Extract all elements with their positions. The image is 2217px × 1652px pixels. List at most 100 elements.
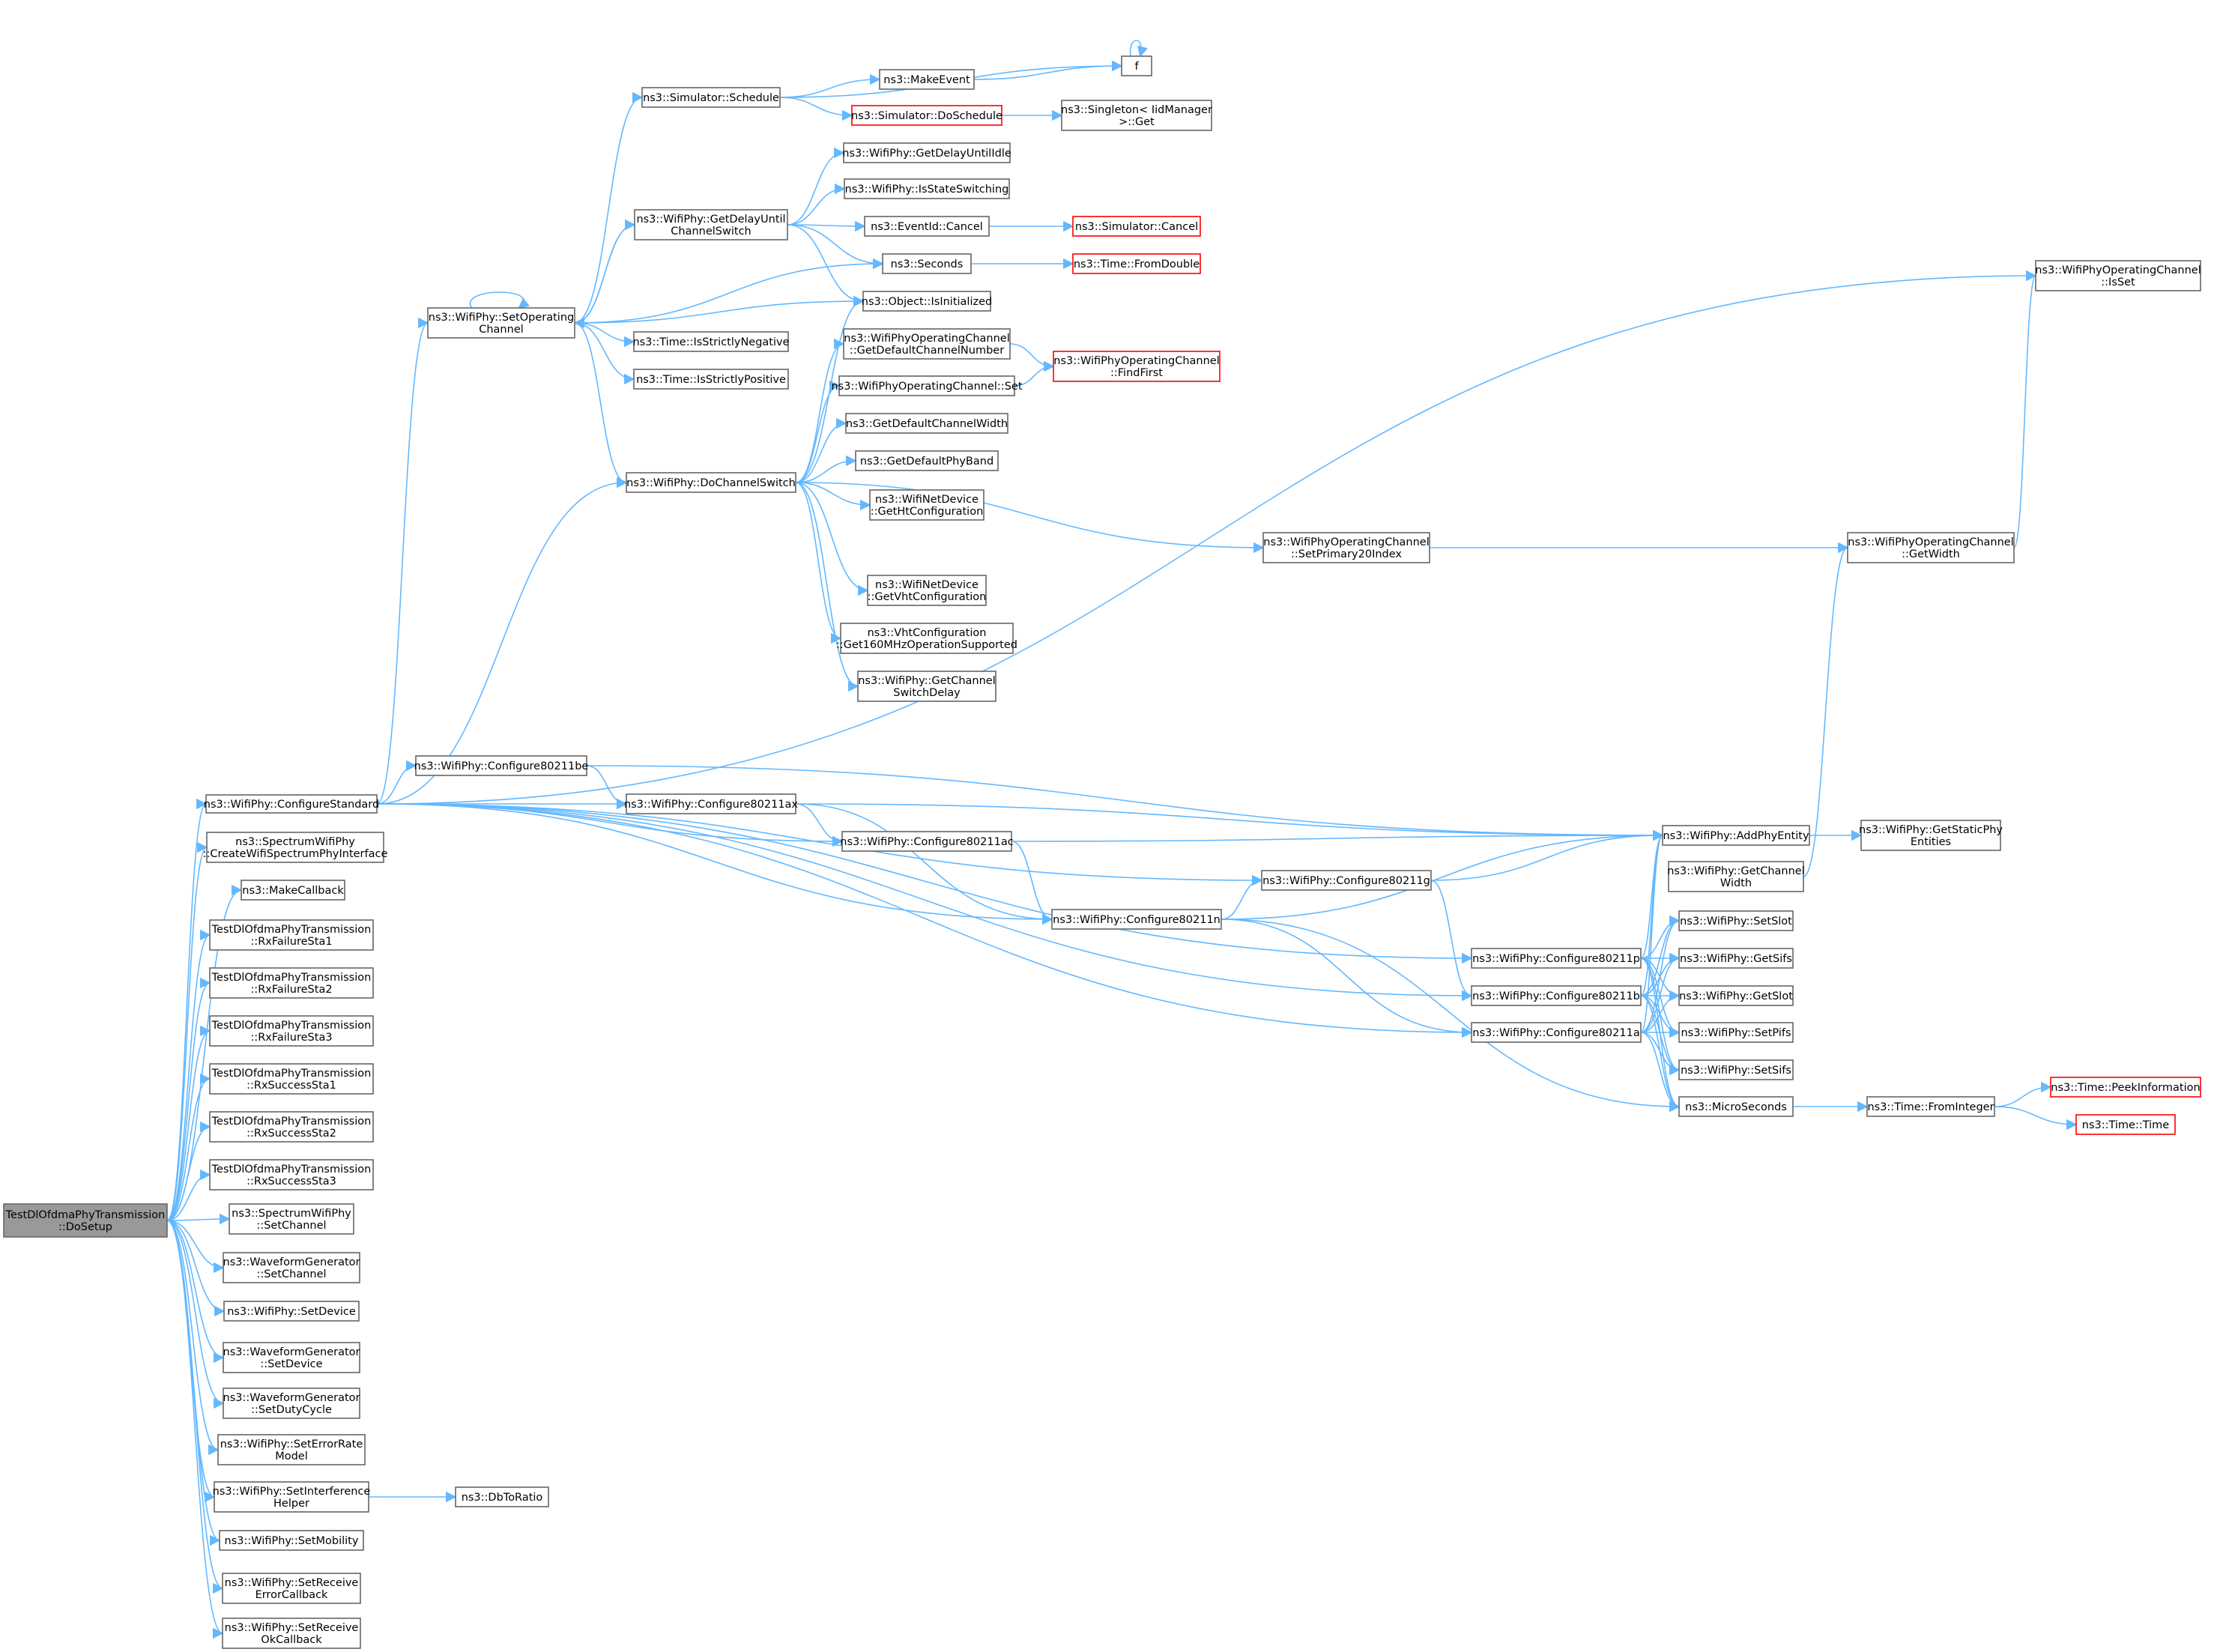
node-setpifs[interactable]: ns3::WifiPhy::SetPifs (1678, 1022, 1794, 1043)
node-mkcb[interactable]: ns3::MakeCallback (241, 880, 345, 901)
node-cfgstd[interactable]: ns3::WifiPhy::ConfigureStandard (204, 794, 379, 814)
node-cfgbe[interactable]: ns3::WifiPhy::Configure80211be (414, 755, 589, 776)
edge-getdelaych-to-isinit (787, 224, 865, 307)
edge-dochsw-to-getdefchw (795, 417, 847, 483)
node-getdefchnum[interactable]: ns3::WifiPhyOperatingChannel::GetDefault… (843, 328, 1011, 360)
node-schedule[interactable]: ns3::Simulator::Schedule (641, 87, 781, 108)
node-findfirst[interactable]: ns3::WifiPhyOperatingChannel::FindFirst (1053, 351, 1221, 382)
node-micro[interactable]: ns3::MicroSeconds (1678, 1096, 1794, 1117)
node-fromdouble[interactable]: ns3::Time::FromDouble (1072, 253, 1201, 274)
edge-dochsw-to-getht (795, 482, 871, 511)
node-cfgp[interactable]: ns3::WifiPhy::Configure80211p (1471, 948, 1642, 969)
node-getdefchnum-label-1: ::GetDefaultChannelNumber (850, 345, 1004, 357)
node-wgsetdev[interactable]: ns3::WaveformGenerator::SetDevice (223, 1342, 360, 1373)
node-createspec-box (206, 832, 384, 863)
nodes-layer: TestDlOfdmaPhyTransmission::DoSetupns3::… (3, 55, 2201, 1649)
node-cfga[interactable]: ns3::WifiPhy::Configure80211a (1471, 1022, 1642, 1043)
edge-dochsw-to-getchswdelay (795, 482, 859, 692)
node-isset[interactable]: ns3::WifiPhyOperatingChannel::IsSet (2035, 260, 2201, 291)
node-cfgax-label-0: ns3::WifiPhy::Configure80211ax (624, 799, 798, 811)
node-cfgn[interactable]: ns3::WifiPhy::Configure80211n (1051, 909, 1222, 930)
node-cfgb[interactable]: ns3::WifiPhy::Configure80211b (1471, 985, 1642, 1006)
node-rxs1[interactable]: TestDlOfdmaPhyTransmission::RxSuccessSta… (209, 1063, 374, 1095)
node-cfgac[interactable]: ns3::WifiPhy::Configure80211ac (840, 831, 1014, 852)
edge-getwidth-to-isset (2013, 270, 2037, 548)
node-wgsetch[interactable]: ns3::WaveformGenerator::SetChannel (223, 1252, 360, 1283)
node-dochsw[interactable]: ns3::WifiPhy::DoChannelSwitch (626, 472, 796, 493)
node-dosched[interactable]: ns3::Simulator::DoSchedule (851, 105, 1002, 126)
edge-getdelaych-to-isstatesw (787, 183, 846, 226)
node-setprim20[interactable]: ns3::WifiPhyOperatingChannel::SetPrimary… (1262, 532, 1430, 563)
node-setslot[interactable]: ns3::WifiPhy::SetSlot (1678, 910, 1794, 931)
edge-cfgax-to-cfgac (795, 803, 844, 847)
edge-cfgac-to-cfgn (1011, 841, 1053, 925)
node-setmob-label-0: ns3::WifiPhy::SetMobility (225, 1535, 359, 1547)
node-cfgax[interactable]: ns3::WifiPhy::Configure80211ax (624, 793, 798, 814)
node-rxs2-label-0: TestDlOfdmaPhyTransmission (211, 1116, 372, 1128)
node-simcancel[interactable]: ns3::Simulator::Cancel (1072, 216, 1201, 237)
node-mkevent-box (879, 69, 975, 90)
node-getvht[interactable]: ns3::WifiNetDevice::GetVhtConfiguration (867, 575, 987, 606)
edge-cfgstd-to-dochsw (376, 476, 628, 805)
node-f-box (1121, 55, 1152, 76)
node-getchswdelay-label-0: ns3::WifiPhy::GetChannel (858, 675, 996, 687)
node-setdev[interactable]: ns3::WifiPhy::SetDevice (223, 1301, 360, 1322)
edge-getdelaych-to-getdelayidle (787, 147, 845, 226)
node-wgsetduty[interactable]: ns3::WaveformGenerator::SetDutyCycle (223, 1388, 360, 1419)
node-mkevent[interactable]: ns3::MakeEvent (879, 69, 975, 90)
node-micro-box (1678, 1096, 1794, 1117)
node-opchset[interactable]: ns3::WifiPhyOperatingChannel::Set (831, 375, 1023, 396)
node-rxs2-box (209, 1111, 374, 1143)
node-isstatesw[interactable]: ns3::WifiPhy::IsStateSwitching (844, 178, 1010, 199)
node-isneg[interactable]: ns3::Time::IsStrictlyNegative (632, 331, 790, 352)
edge-dochsw-to-setprim20 (795, 482, 1265, 554)
node-wgsetch-label-0: ns3::WaveformGenerator (223, 1256, 360, 1268)
node-get160[interactable]: ns3::VhtConfiguration::Get160MHzOperatio… (836, 623, 1017, 654)
node-rxs2[interactable]: TestDlOfdmaPhyTransmission::RxSuccessSta… (209, 1111, 374, 1143)
node-seconds[interactable]: ns3::Seconds (882, 253, 972, 274)
node-ispos[interactable]: ns3::Time::IsStrictlyPositive (633, 369, 789, 390)
node-rxf3-box (209, 1015, 374, 1047)
node-setsifs[interactable]: ns3::WifiPhy::SetSifs (1678, 1059, 1794, 1080)
edge-fromint-to-timetime (1994, 1106, 2078, 1131)
node-root[interactable]: TestDlOfdmaPhyTransmission::DoSetup (3, 1203, 168, 1238)
node-rxs3[interactable]: TestDlOfdmaPhyTransmission::RxSuccessSta… (209, 1159, 374, 1190)
node-getwidth[interactable]: ns3::WifiPhyOperatingChannel::GetWidth (1847, 532, 2015, 563)
node-dbratio[interactable]: ns3::DbToRatio (455, 1486, 549, 1507)
node-f[interactable]: f (1121, 55, 1152, 76)
node-specsetch[interactable]: ns3::SpectrumWifiPhy::SetChannel (229, 1203, 354, 1235)
node-getdelayidle[interactable]: ns3::WifiPhy::GetDelayUntilIdle (842, 142, 1011, 163)
node-getsifs[interactable]: ns3::WifiPhy::GetSifs (1678, 948, 1794, 969)
node-evcancel[interactable]: ns3::EventId::Cancel (864, 216, 990, 237)
node-getht[interactable]: ns3::WifiNetDevice::GetHtConfiguration (869, 489, 985, 521)
edge-cfgac-to-addphy (1011, 829, 1664, 842)
node-rxf2[interactable]: TestDlOfdmaPhyTransmission::RxFailureSta… (209, 967, 374, 999)
node-getslot-box (1678, 985, 1794, 1006)
node-getslot[interactable]: ns3::WifiPhy::GetSlot (1678, 985, 1794, 1006)
node-addphy-label-0: ns3::WifiPhy::AddPhyEntity (1663, 830, 1809, 842)
node-cfgg[interactable]: ns3::WifiPhy::Configure80211g (1261, 870, 1432, 891)
node-setmob[interactable]: ns3::WifiPhy::SetMobility (219, 1530, 364, 1551)
node-createspec[interactable]: ns3::SpectrumWifiPhy::CreateWifiSpectrum… (203, 832, 388, 863)
node-fromint[interactable]: ns3::Time::FromInteger (1866, 1096, 1995, 1117)
node-rxf1[interactable]: TestDlOfdmaPhyTransmission::RxFailureSta… (209, 919, 374, 951)
node-rxf3[interactable]: TestDlOfdmaPhyTransmission::RxFailureSta… (209, 1015, 374, 1047)
node-dochsw-box (626, 472, 796, 493)
node-getdefchw[interactable]: ns3::GetDefaultChannelWidth (845, 413, 1008, 434)
node-addphy[interactable]: ns3::WifiPhy::AddPhyEntity (1662, 825, 1810, 846)
node-isinit[interactable]: ns3::Object::IsInitialized (862, 291, 992, 312)
node-singleton[interactable]: ns3::Singleton< IidManager>::Get (1061, 100, 1212, 131)
node-peekinfo[interactable]: ns3::Time::PeekInformation (2050, 1077, 2201, 1098)
node-getdefband[interactable]: ns3::GetDefaultPhyBand (855, 450, 999, 471)
edge-cfgstd-to-cfga (376, 803, 1473, 1038)
node-timetime[interactable]: ns3::Time::Time (2075, 1114, 2176, 1135)
